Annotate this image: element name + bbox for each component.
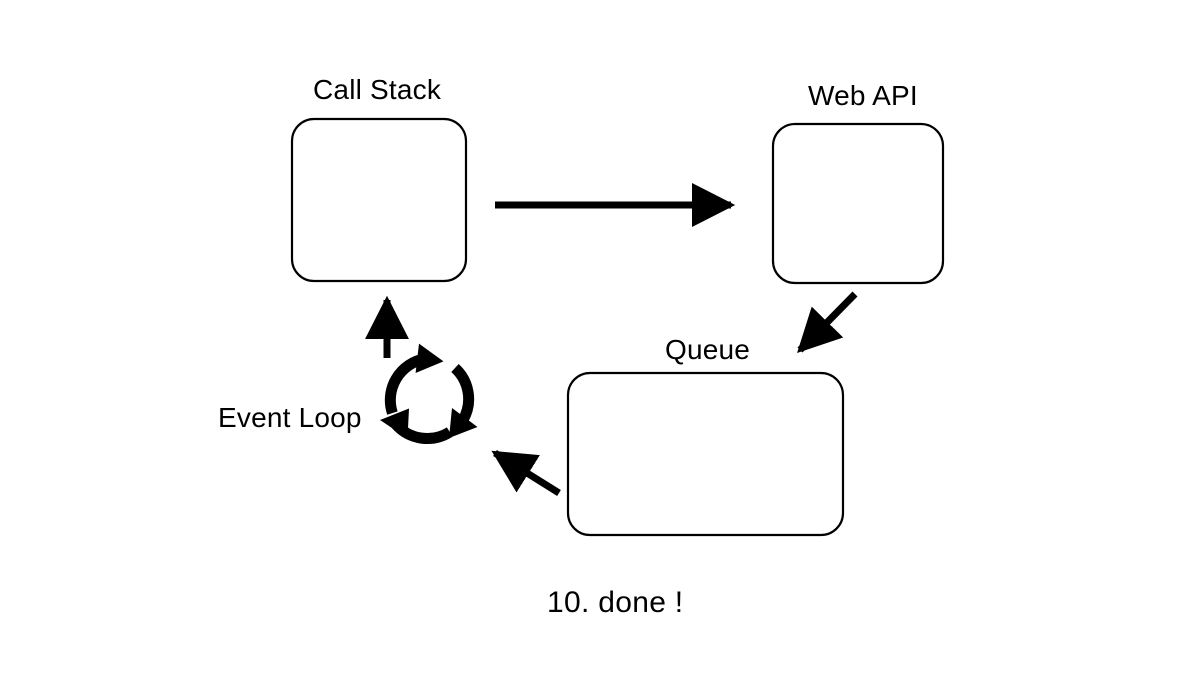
edge-web-api-to-queue xyxy=(797,291,858,353)
edge-queue-to-event-loop xyxy=(491,450,561,496)
node-box-queue[interactable] xyxy=(566,371,845,537)
node-box-web-api[interactable] xyxy=(771,122,945,285)
node-box-call-stack[interactable] xyxy=(290,117,468,283)
event-loop-circular-arrows-icon[interactable] xyxy=(380,343,478,444)
node-label-queue: Queue xyxy=(665,334,751,365)
node-label-event-loop: Event Loop xyxy=(218,402,362,433)
node-label-web-api: Web API xyxy=(808,80,918,111)
diagram-caption: 10. done ! xyxy=(547,586,684,619)
node-label-call-stack: Call Stack xyxy=(313,74,442,105)
